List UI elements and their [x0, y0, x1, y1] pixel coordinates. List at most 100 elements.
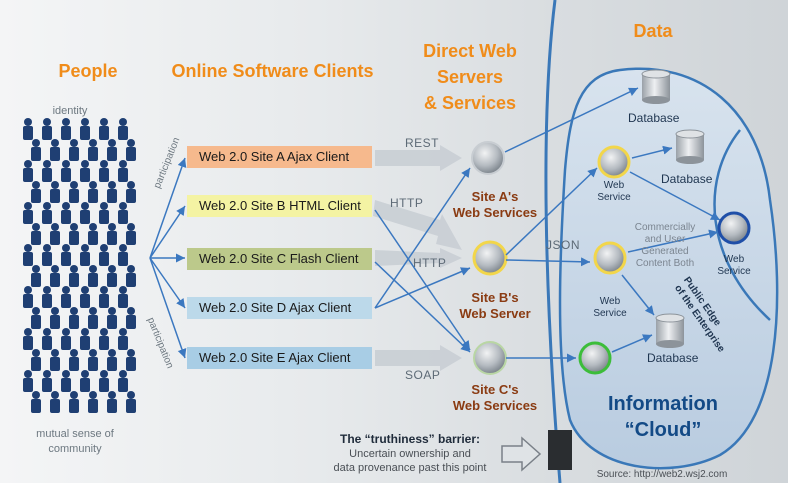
person-icon	[69, 139, 79, 161]
person-icon	[61, 160, 71, 182]
web-service-1-icon	[597, 145, 631, 179]
person-icon	[107, 349, 117, 371]
person-icon	[107, 223, 117, 245]
person-icon	[80, 118, 90, 140]
person-icon	[126, 265, 136, 287]
barrier-line1: Uncertain ownership and	[349, 448, 471, 460]
person-icon	[31, 307, 41, 329]
person-icon	[69, 349, 79, 371]
client-box-b: Web 2.0 Site B HTML Client	[187, 195, 372, 217]
person-icon	[69, 181, 79, 203]
site-b-label-line1: Site B's	[471, 290, 519, 305]
person-icon	[23, 202, 33, 224]
protocol-http1-label: HTTP	[390, 196, 424, 210]
person-icon	[31, 139, 41, 161]
client-box-c: Web 2.0 Site C Flash Client	[187, 248, 372, 270]
person-icon	[88, 139, 98, 161]
link-green-to-db	[611, 334, 653, 353]
barrier-title: The “truthiness” barrier:	[339, 432, 481, 446]
fan-arrow-d	[149, 257, 186, 309]
ws2-label-line1: Web	[599, 296, 621, 307]
person-icon	[126, 307, 136, 329]
person-icon	[31, 265, 41, 287]
person-icon	[126, 181, 136, 203]
site-c-server-icon	[473, 341, 507, 375]
site-b-label-line2: Web Server	[459, 306, 531, 321]
people-crowd	[23, 118, 136, 413]
commercial-line3: Generated	[641, 246, 689, 257]
fan-arrow-a	[149, 157, 187, 259]
link-a-to-db	[504, 87, 639, 153]
person-icon	[126, 139, 136, 161]
person-icon	[126, 223, 136, 245]
commercial-line2: and User	[644, 234, 686, 245]
person-icon	[50, 349, 60, 371]
person-icon	[118, 286, 128, 308]
link-d-to-b	[374, 267, 471, 309]
person-icon	[118, 160, 128, 182]
person-icon	[50, 391, 60, 413]
link-d-to-a	[374, 167, 471, 309]
clients-header: Online Software Clients	[171, 61, 374, 81]
person-icon	[31, 223, 41, 245]
person-icon	[23, 286, 33, 308]
site-c-label-line2: Web Services	[452, 398, 538, 413]
person-icon	[118, 244, 128, 266]
protocol-http2-label: HTTP	[413, 256, 447, 270]
protocol-rest-label: REST	[405, 136, 440, 150]
person-icon	[118, 370, 128, 392]
person-icon	[88, 223, 98, 245]
person-icon	[42, 244, 52, 266]
client-box-e: Web 2.0 Site E Ajax Client	[187, 347, 372, 369]
person-icon	[99, 160, 109, 182]
person-icon	[126, 349, 136, 371]
ws2-label-line2: Service	[593, 308, 627, 319]
barrier-block	[548, 430, 572, 470]
site-a-label-line1: Site A's	[471, 189, 519, 204]
fan-arrow-b	[149, 205, 186, 259]
link-b-to-ws1	[505, 167, 598, 256]
person-icon	[61, 286, 71, 308]
commercial-line4: Content Both	[635, 258, 695, 269]
fan-arrow-e	[149, 257, 187, 359]
protocol-json-label: JSON	[546, 238, 581, 252]
protocol-soap-label: SOAP	[405, 368, 441, 382]
person-icon	[99, 202, 109, 224]
protocol-arrow-soap	[375, 345, 462, 371]
person-icon	[50, 265, 60, 287]
servers-header-line2: Servers	[436, 67, 504, 87]
database-icon-bottom	[655, 313, 685, 348]
source-credit: Source: http://web2.wsj2.com	[596, 469, 728, 480]
identity-label: identity	[52, 105, 88, 117]
person-icon	[69, 265, 79, 287]
ws1-label-line1: Web	[603, 180, 625, 191]
db-bottom-label: Database	[647, 351, 699, 365]
protocol-arrow-http1	[373, 200, 462, 250]
site-c-label-line1: Site C's	[471, 382, 519, 397]
link-c-to-c	[374, 261, 471, 353]
person-icon	[61, 202, 71, 224]
database-icon-top	[641, 69, 671, 104]
person-icon	[69, 307, 79, 329]
barrier-arrow-icon	[501, 436, 542, 472]
person-icon	[42, 328, 52, 350]
person-icon	[88, 181, 98, 203]
person-icon	[88, 391, 98, 413]
ws1-label-line2: Service	[597, 192, 631, 203]
person-icon	[118, 202, 128, 224]
person-icon	[23, 328, 33, 350]
db-top-label: Database	[628, 111, 680, 125]
people-header: People	[58, 61, 118, 81]
person-icon	[99, 244, 109, 266]
community-label-line2: community	[48, 443, 102, 455]
web-service-green-icon	[578, 341, 612, 375]
person-icon	[99, 286, 109, 308]
person-icon	[118, 328, 128, 350]
person-icon	[69, 391, 79, 413]
web-service-2-icon	[593, 241, 627, 275]
person-icon	[80, 328, 90, 350]
person-icon	[50, 139, 60, 161]
ws3-label-line1: Web	[723, 254, 745, 265]
